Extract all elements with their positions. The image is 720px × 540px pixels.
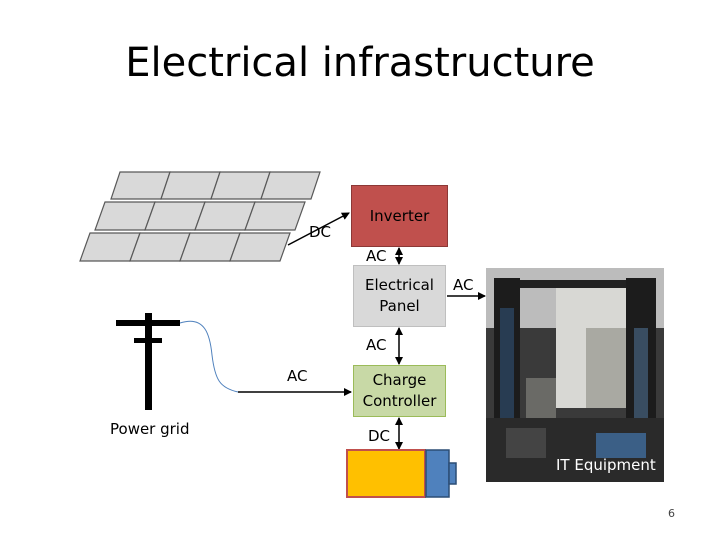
dc-solar-label: DC (309, 223, 332, 241)
charge-label-line2: Controller (362, 392, 437, 410)
ac-inverter-panel-label: AC (366, 247, 387, 265)
charge-controller-box: Charge Controller (353, 365, 446, 417)
it-equipment-label: IT Equipment (556, 456, 656, 474)
battery-icon (346, 449, 457, 498)
ac-panel-charge-label: AC (366, 336, 387, 354)
slide-title: Electrical infrastructure (125, 40, 595, 86)
power-grid-label: Power grid (110, 420, 190, 438)
panel-label-line2: Panel (379, 297, 420, 315)
page-number: 6 (668, 507, 675, 520)
ac-panel-it-label: AC (453, 276, 474, 294)
solar-panel-icon (79, 171, 321, 262)
dc-solar-connector (287, 212, 350, 246)
electrical-panel-box: Electrical Panel (353, 265, 446, 327)
inverter-label: Inverter (369, 207, 430, 225)
inverter-box: Inverter (351, 185, 448, 247)
server-rack-photo: IT Equipment (486, 268, 664, 482)
dc-battery-label: DC (368, 427, 391, 445)
utility-pole-icon (116, 313, 239, 410)
panel-label-line1: Electrical (365, 276, 434, 294)
charge-label-line1: Charge (372, 371, 427, 389)
ac-grid-label: AC (287, 367, 308, 385)
